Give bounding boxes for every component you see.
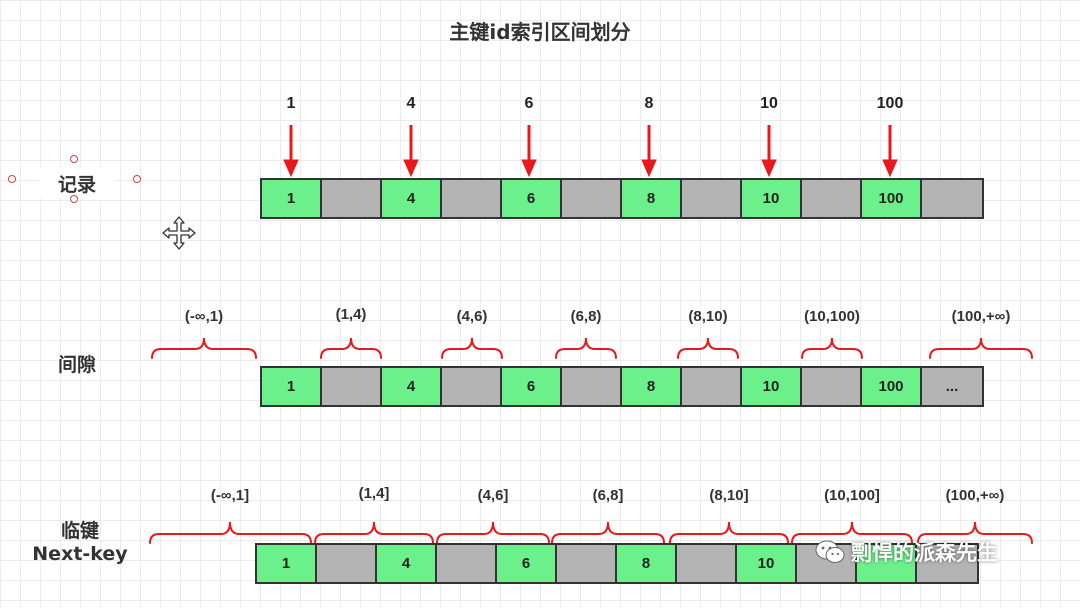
gap-cell <box>322 368 382 405</box>
watermark-text: 剽悍的派森先生 <box>851 541 998 565</box>
brace-next-key-6 <box>791 521 913 544</box>
record-cell: 8 <box>617 545 677 582</box>
gap-cell <box>802 180 862 217</box>
record-cell: 1 <box>262 180 322 217</box>
gap-cell <box>322 180 382 217</box>
next-key-interval-label: (8,10] <box>709 487 749 504</box>
brace-gap-4 <box>555 337 617 359</box>
gap-interval-label: (4,6) <box>456 308 488 325</box>
gap-cell <box>442 368 502 405</box>
gap-cell: ... <box>922 368 982 405</box>
brace-next-key-1 <box>149 521 312 544</box>
arrowhead-record-4 <box>403 159 419 178</box>
gaps-bar: 1 4 6 8 10 100 ... <box>260 366 984 407</box>
arrowhead-record-10 <box>761 159 777 178</box>
gap-cell <box>317 545 377 582</box>
record-cell: 100 <box>862 180 922 217</box>
record-label-4: 4 <box>406 95 416 112</box>
row-label-gaps: 间隙 <box>57 354 96 376</box>
diagram-title: 主键id索引区间划分 <box>449 20 631 44</box>
arrowhead-record-8 <box>641 159 657 178</box>
record-cell: 4 <box>377 545 437 582</box>
next-key-interval-label: (10,100] <box>824 487 880 504</box>
row-label-next-key-en: Next-key <box>32 543 128 565</box>
resize-handle-right[interactable] <box>133 175 141 183</box>
brace-gap-7 <box>929 337 1033 359</box>
next-key-interval-label: (-∞,1] <box>210 487 250 504</box>
gap-cell <box>682 368 742 405</box>
resize-handle-left[interactable] <box>8 175 16 183</box>
record-cell: 4 <box>382 368 442 405</box>
row-label-next-key-cn: 临键 <box>60 520 99 542</box>
gap-cell <box>677 545 737 582</box>
gap-cell <box>917 545 977 582</box>
gap-cell <box>437 545 497 582</box>
next-key-interval-label: (1,4] <box>358 485 390 502</box>
gap-interval-label: (1,4) <box>335 306 367 323</box>
brace-gap-6 <box>801 337 863 359</box>
brace-gap-2 <box>320 337 382 359</box>
gap-cell <box>562 180 622 217</box>
move-cursor-icon <box>162 216 196 250</box>
gap-interval-label: (10,100) <box>804 308 860 325</box>
record-cell: 6 <box>502 368 562 405</box>
gap-cell <box>442 180 502 217</box>
record-cell: 8 <box>622 368 682 405</box>
gap-cell <box>682 180 742 217</box>
brace-next-key-3 <box>436 521 550 544</box>
brace-gap-3 <box>441 337 503 359</box>
next-key-interval-label: (6,8] <box>592 487 624 504</box>
brace-next-key-4 <box>551 521 665 544</box>
arrowhead-record-1 <box>283 159 299 178</box>
arrowhead-record-100 <box>882 159 898 178</box>
gap-braces <box>151 337 1033 359</box>
gap-cell <box>922 180 982 217</box>
record-cell: 1 <box>262 368 322 405</box>
record-cell: 6 <box>502 180 562 217</box>
gap-cell <box>557 545 617 582</box>
brace-gap-1 <box>151 337 257 359</box>
record-cell <box>857 545 917 582</box>
arrowhead-record-6 <box>521 159 537 178</box>
record-cell: 8 <box>622 180 682 217</box>
resize-handle-bottom[interactable] <box>70 195 78 203</box>
brace-next-key-2 <box>314 521 434 544</box>
brace-next-key-5 <box>669 521 789 544</box>
record-label-6: 6 <box>524 95 534 112</box>
gap-interval-label: (100,+∞) <box>951 308 1011 325</box>
next-key-interval-label: (4,6] <box>477 487 509 504</box>
record-cell: 6 <box>497 545 557 582</box>
record-cell: 10 <box>742 368 802 405</box>
record-label-100: 100 <box>876 95 904 112</box>
record-arrows <box>283 125 898 178</box>
watermark: 剽悍的派森先生 <box>815 537 998 567</box>
record-cell: 100 <box>862 368 922 405</box>
record-label-10: 10 <box>760 95 778 112</box>
brace-next-key-7 <box>917 521 1033 544</box>
next-key-interval-label: (100,+∞) <box>945 487 1005 504</box>
gap-interval-label: (6,8) <box>570 308 602 325</box>
gap-cell <box>562 368 622 405</box>
record-cell: 10 <box>737 545 797 582</box>
gap-cell <box>802 368 862 405</box>
record-cell: 4 <box>382 180 442 217</box>
resize-handle-top[interactable] <box>70 155 78 163</box>
wechat-icon <box>815 540 845 563</box>
row-label-records[interactable]: 记录 <box>40 168 114 199</box>
gap-interval-label: (8,10) <box>688 308 728 325</box>
next-key-braces <box>149 521 1033 544</box>
gap-interval-label: (-∞,1) <box>184 308 224 325</box>
next-key-bar: 1 4 6 8 10 <box>255 543 979 584</box>
record-cell: 10 <box>742 180 802 217</box>
record-label-1: 1 <box>286 95 296 112</box>
records-bar: 1 4 6 8 10 100 <box>260 178 984 219</box>
brace-gap-5 <box>677 337 739 359</box>
record-label-8: 8 <box>644 95 654 112</box>
record-cell: 1 <box>257 545 317 582</box>
